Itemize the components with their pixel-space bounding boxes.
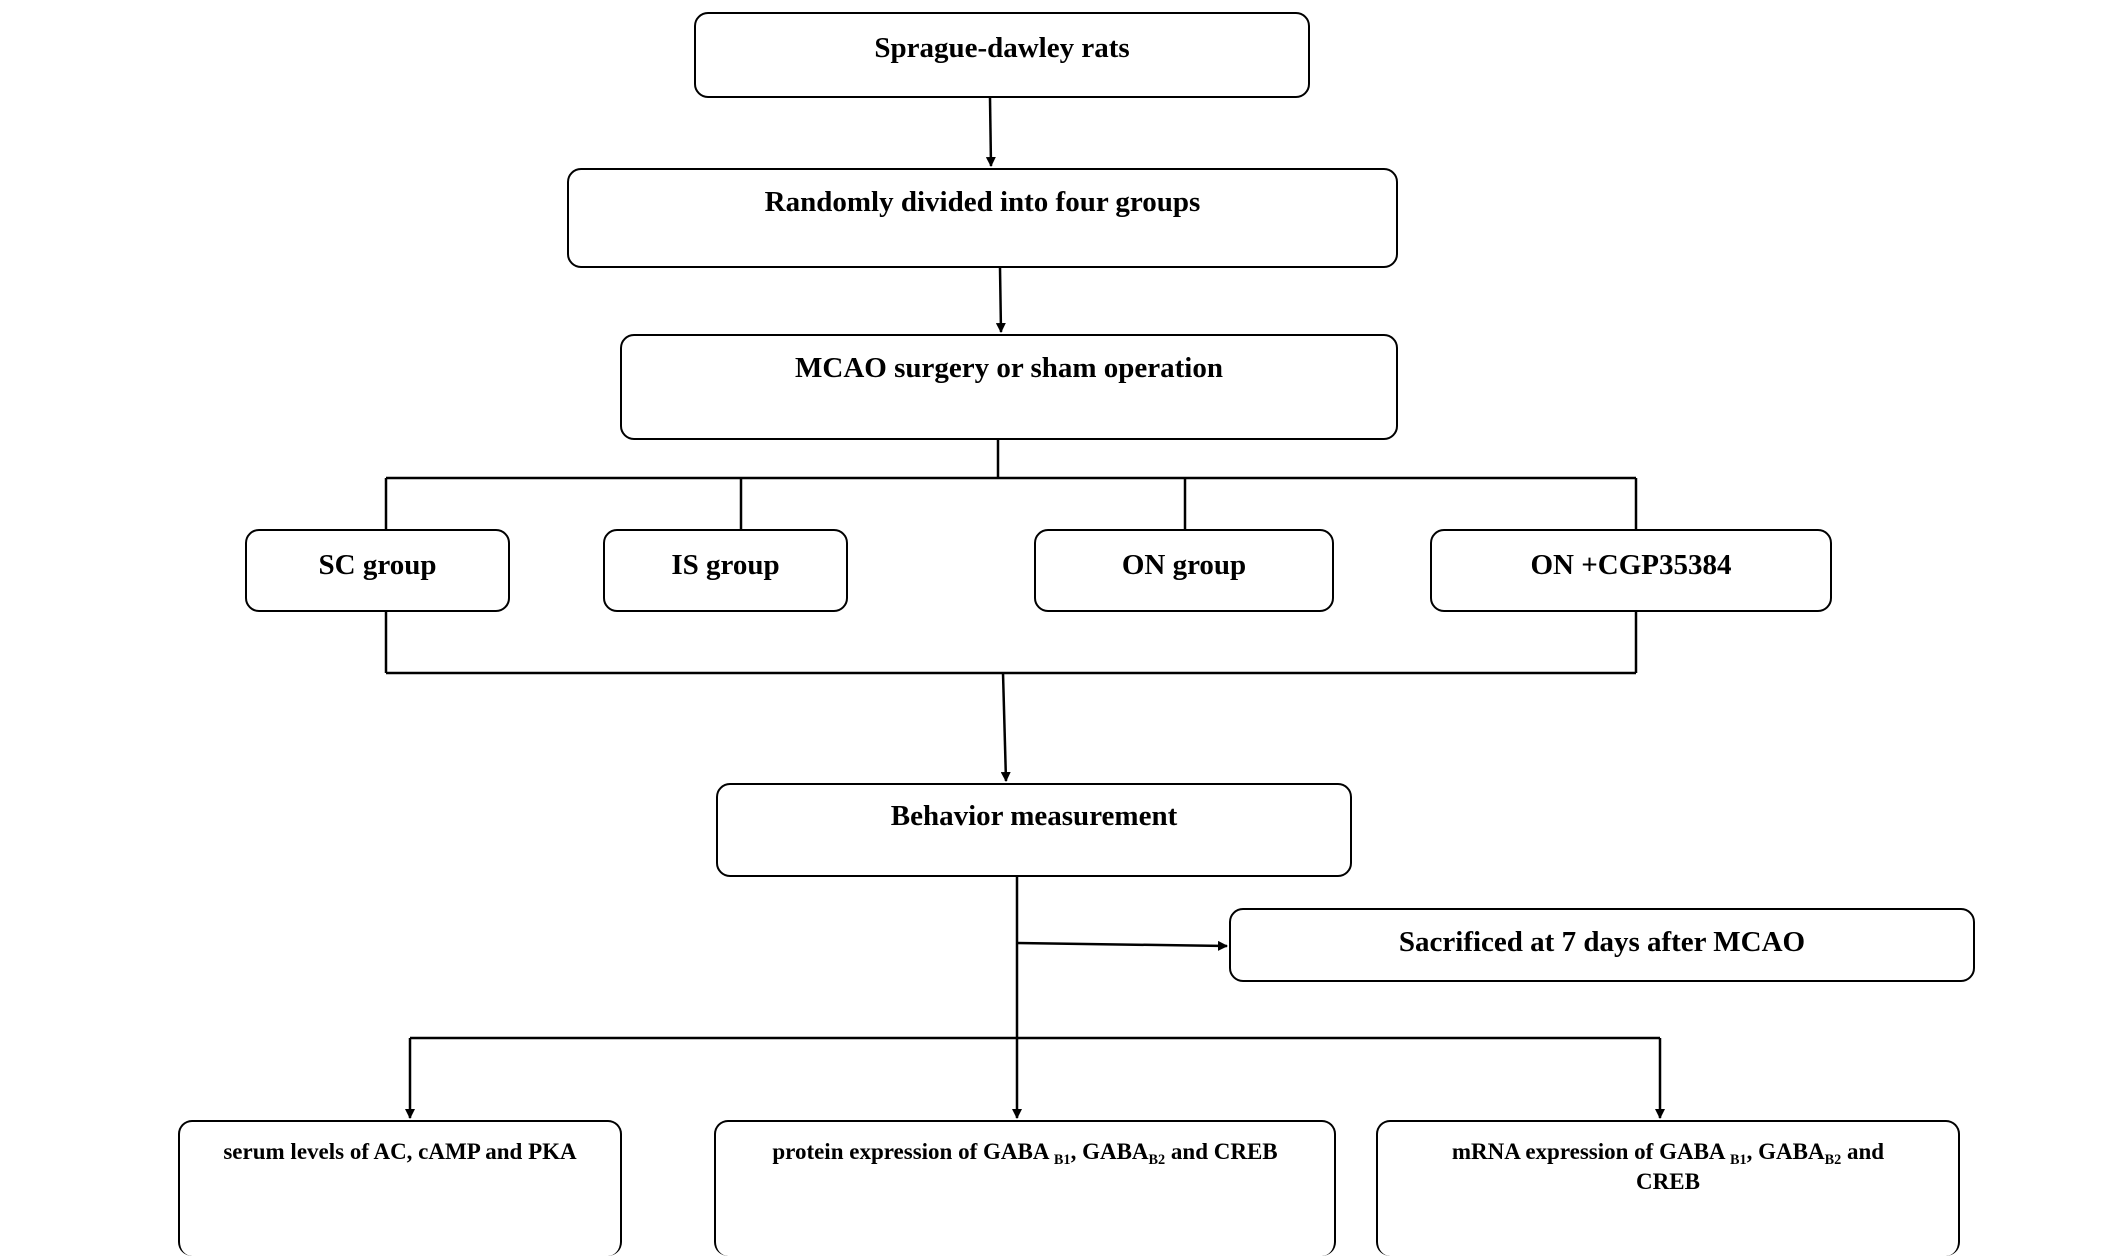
protein-sub-b1: B1 bbox=[1053, 1151, 1071, 1168]
box-surgery: MCAO surgery or sham operation bbox=[620, 334, 1398, 440]
arrow-to-behavior bbox=[1000, 672, 1011, 782]
group-is-label: IS group bbox=[671, 549, 780, 581]
box-group-sc: SC group bbox=[245, 529, 510, 612]
protein-text-suffix: and CREB bbox=[1165, 1139, 1278, 1164]
box-start: Sprague-dawley rats bbox=[694, 12, 1310, 98]
box-group-on-cgp: ON +CGP35384 bbox=[1430, 529, 1832, 612]
outcome-mrna-label: mRNA expression of GABA B1, GABAB2 and C… bbox=[1378, 1137, 1958, 1197]
box-group-is: IS group bbox=[603, 529, 848, 612]
arrow-start-to-randomize bbox=[985, 97, 996, 167]
box-randomize: Randomly divided into four groups bbox=[567, 168, 1398, 268]
box-outcome-mrna: mRNA expression of GABA B1, GABAB2 and C… bbox=[1376, 1120, 1960, 1256]
box-sacrifice-label: Sacrificed at 7 days after MCAO bbox=[1398, 926, 1806, 958]
group-on-label: ON group bbox=[1121, 549, 1247, 581]
mrna-text-suffix: and CREB bbox=[1636, 1139, 1885, 1194]
box-behavior-label: Behavior measurement bbox=[890, 800, 1178, 832]
protein-text-mid: , GABA bbox=[1070, 1139, 1149, 1164]
box-behavior: Behavior measurement bbox=[716, 783, 1352, 877]
mrna-sub-b2: B2 bbox=[1824, 1151, 1842, 1168]
protein-text-prefix: protein expression of GABA bbox=[772, 1139, 1054, 1164]
arrow-randomize-to-surgery bbox=[995, 267, 1006, 333]
mrna-sub-b1: B1 bbox=[1730, 1151, 1747, 1168]
box-start-label: Sprague-dawley rats bbox=[874, 32, 1130, 64]
group-sc-label: SC group bbox=[318, 549, 437, 581]
protein-sub-b2: B2 bbox=[1148, 1151, 1166, 1168]
box-outcome-protein: protein expression of GABA B1, GABAB2 an… bbox=[714, 1120, 1336, 1256]
arrow-to-sacrifice bbox=[1016, 940, 1228, 951]
outcome-serum-label: serum levels of AC, cAMP and PKA bbox=[223, 1139, 577, 1164]
group-on-cgp-label: ON +CGP35384 bbox=[1530, 549, 1732, 581]
box-surgery-label: MCAO surgery or sham operation bbox=[795, 352, 1223, 384]
box-outcome-serum: serum levels of AC, cAMP and PKA bbox=[178, 1120, 622, 1256]
mrna-text-mid: , GABA bbox=[1746, 1139, 1825, 1164]
box-group-on: ON group bbox=[1034, 529, 1334, 612]
outcome-protein-label: protein expression of GABA B1, GABAB2 an… bbox=[716, 1137, 1334, 1167]
box-randomize-label: Randomly divided into four groups bbox=[764, 186, 1201, 218]
box-sacrifice: Sacrificed at 7 days after MCAO bbox=[1229, 908, 1975, 982]
mrna-text-prefix: mRNA expression of GABA bbox=[1451, 1139, 1731, 1164]
